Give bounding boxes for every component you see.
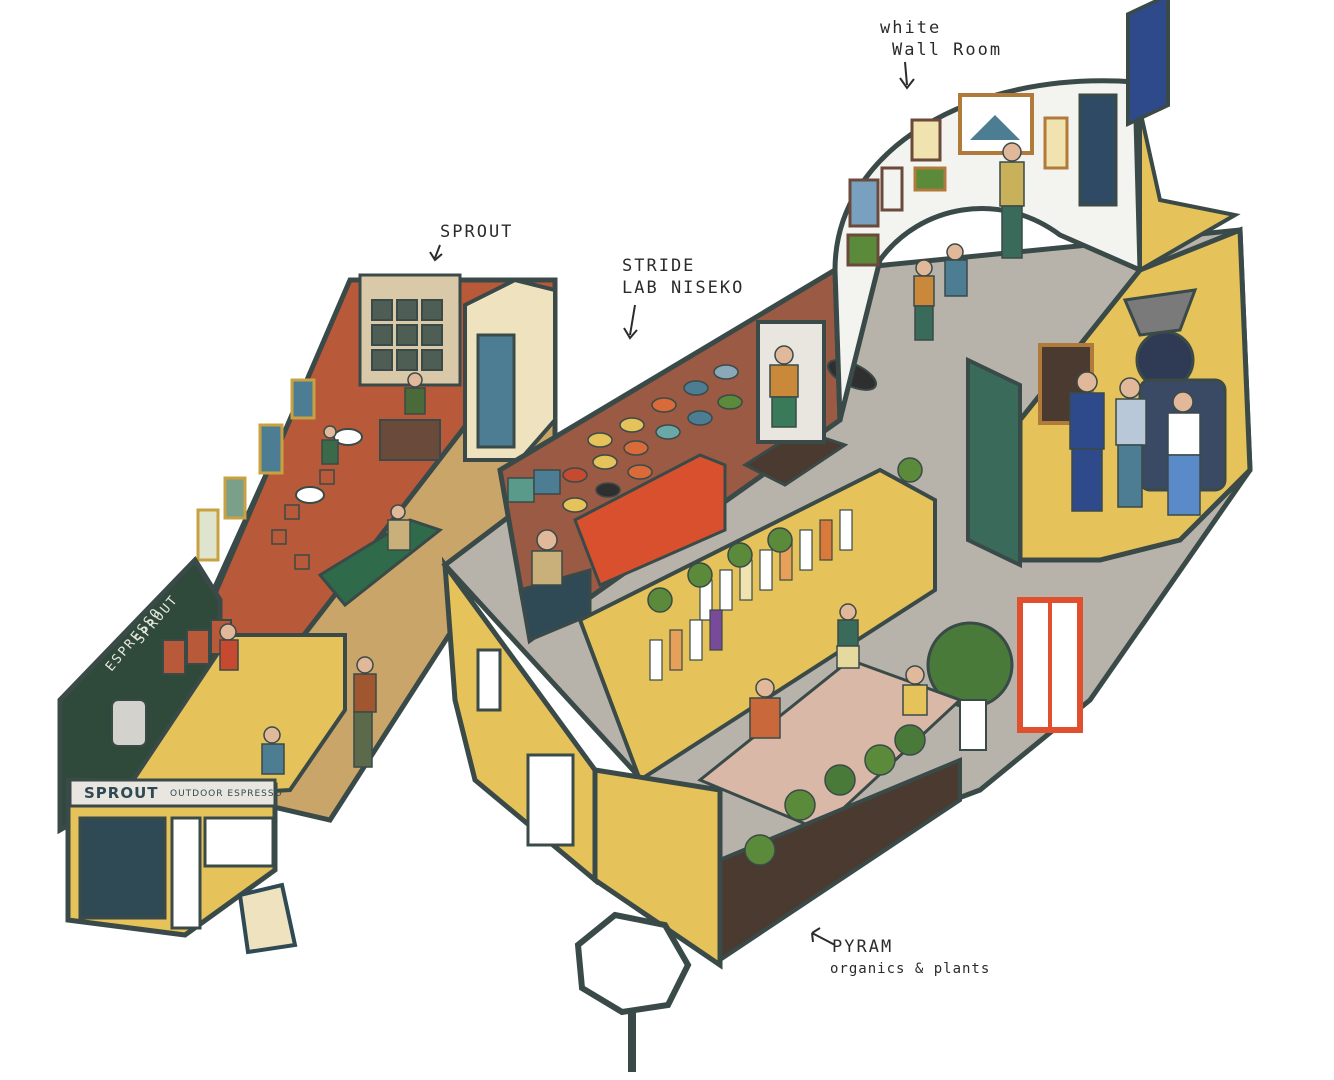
sprout-front-window <box>78 816 167 920</box>
roaster-person-2 <box>1119 377 1141 399</box>
roaster-person-3 <box>1172 391 1194 413</box>
barista <box>219 623 237 641</box>
sprout-front-door <box>170 816 202 930</box>
label-white-line2: Wall Room <box>892 40 1003 60</box>
shoe-display <box>562 364 743 513</box>
cafe-table-2 <box>295 486 325 504</box>
pyram-yellow-door <box>592 767 723 970</box>
sprout-picture-4 <box>196 508 220 562</box>
label-white-line1: white <box>880 18 942 38</box>
green-partition <box>966 356 1022 569</box>
gallery-visitor-1 <box>1002 142 1022 162</box>
wall-art-7 <box>846 233 880 267</box>
gallery-visitor-2 <box>915 259 933 277</box>
sprout-picture-2 <box>258 423 284 475</box>
pyram-shopper-2 <box>839 603 857 621</box>
wall-art-3 <box>1043 116 1069 170</box>
person-cafe-2 <box>390 504 406 520</box>
label-stride-line2: LAB NISEKO <box>622 278 745 298</box>
runner <box>774 345 794 365</box>
wall-art-4 <box>848 178 880 228</box>
pyram-top-plants <box>647 457 923 613</box>
pyram-staff <box>905 665 925 685</box>
customer-1 <box>263 726 281 744</box>
wall-art-2 <box>910 118 942 162</box>
red-shoe-shelf <box>573 453 727 588</box>
sprout-picture-1 <box>290 378 316 420</box>
facade-blue-door <box>1126 0 1170 127</box>
customer-2 <box>356 656 374 674</box>
espresso-machine <box>111 699 147 747</box>
sprout-picture-3 <box>223 476 247 520</box>
pyram-window-2 <box>526 753 575 847</box>
white-room-door <box>1078 93 1118 207</box>
upper-yellow-wall <box>1138 109 1241 274</box>
plaid-rug <box>697 658 963 832</box>
cafe-wood-table <box>379 419 441 461</box>
label-pyram-line1: PYRAM <box>832 937 894 957</box>
label-pyram-line2: organics & plants <box>830 961 991 977</box>
stride-staff <box>536 529 558 551</box>
tshirt-display <box>507 469 561 503</box>
label-arrows <box>429 61 915 946</box>
storefront-sign-subtitle: OUTDOOR ESPRESSO <box>170 789 283 799</box>
sprout-cafe-area <box>57 273 558 955</box>
label-sprout: SPROUT <box>440 222 514 242</box>
wall-art-6 <box>913 166 947 192</box>
stride-pyram-area <box>441 0 1253 1072</box>
roaster-person-1 <box>1076 371 1098 393</box>
pyram-shopper-1 <box>755 678 775 698</box>
menu-a-frame-sign <box>237 882 298 955</box>
sprout-blue-door <box>476 333 516 449</box>
street-lamp <box>574 911 692 1016</box>
pyram-window-1 <box>476 648 502 712</box>
label-stride-line1: STRIDE <box>622 256 696 276</box>
storefront-sign-name: SPROUT <box>84 784 159 802</box>
person-cafe-1 <box>407 372 423 388</box>
gallery-visitor-child <box>946 243 964 261</box>
potted-plants <box>744 724 926 866</box>
person-cafe-3 <box>323 425 337 439</box>
pyram-jars <box>649 509 853 681</box>
wall-art-5 <box>880 166 904 212</box>
sprout-sign-board <box>68 778 277 808</box>
